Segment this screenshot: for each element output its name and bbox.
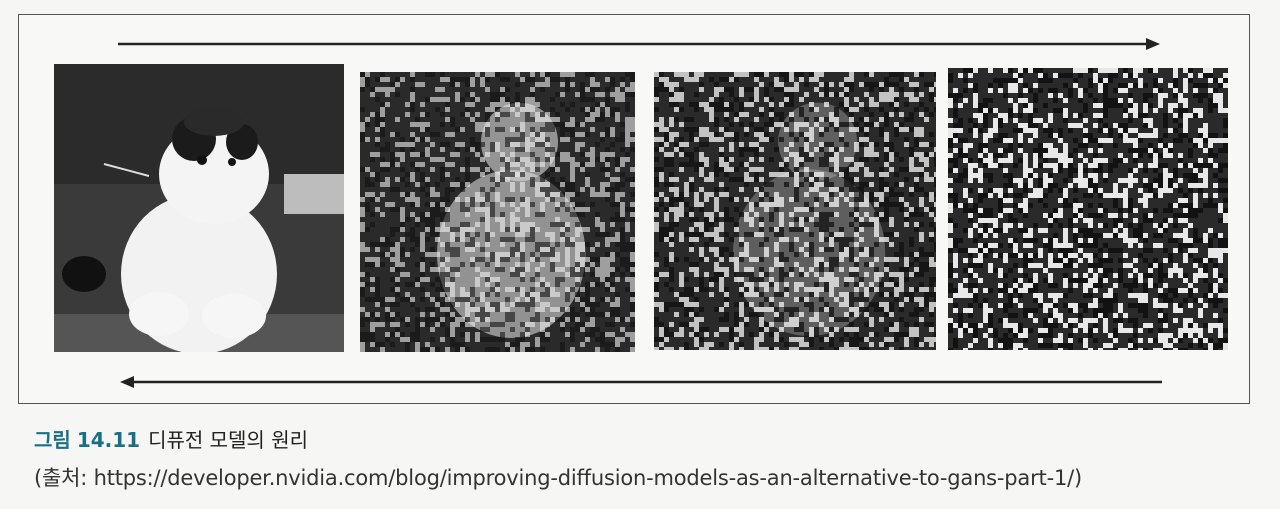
noisy-photo-low (360, 72, 635, 352)
noisy-photo-full (948, 68, 1228, 350)
image-panel-noise-full (948, 68, 1228, 350)
reverse-arrow (120, 376, 1162, 388)
image-panel-noise-mid (654, 72, 936, 350)
noisy-photo-mid (654, 72, 936, 350)
image-panel-noise-low (360, 72, 635, 352)
source-citation: (출처: https://developer.nvidia.com/blog/i… (34, 466, 1082, 490)
caption-number: 14.11 (76, 428, 141, 452)
rabbit-photo (54, 64, 344, 352)
caption-text: 디퓨전 모델의 원리 (148, 428, 308, 452)
image-panel-clean (54, 64, 344, 352)
forward-arrow (118, 38, 1160, 50)
caption-label: 그림 (34, 428, 71, 452)
